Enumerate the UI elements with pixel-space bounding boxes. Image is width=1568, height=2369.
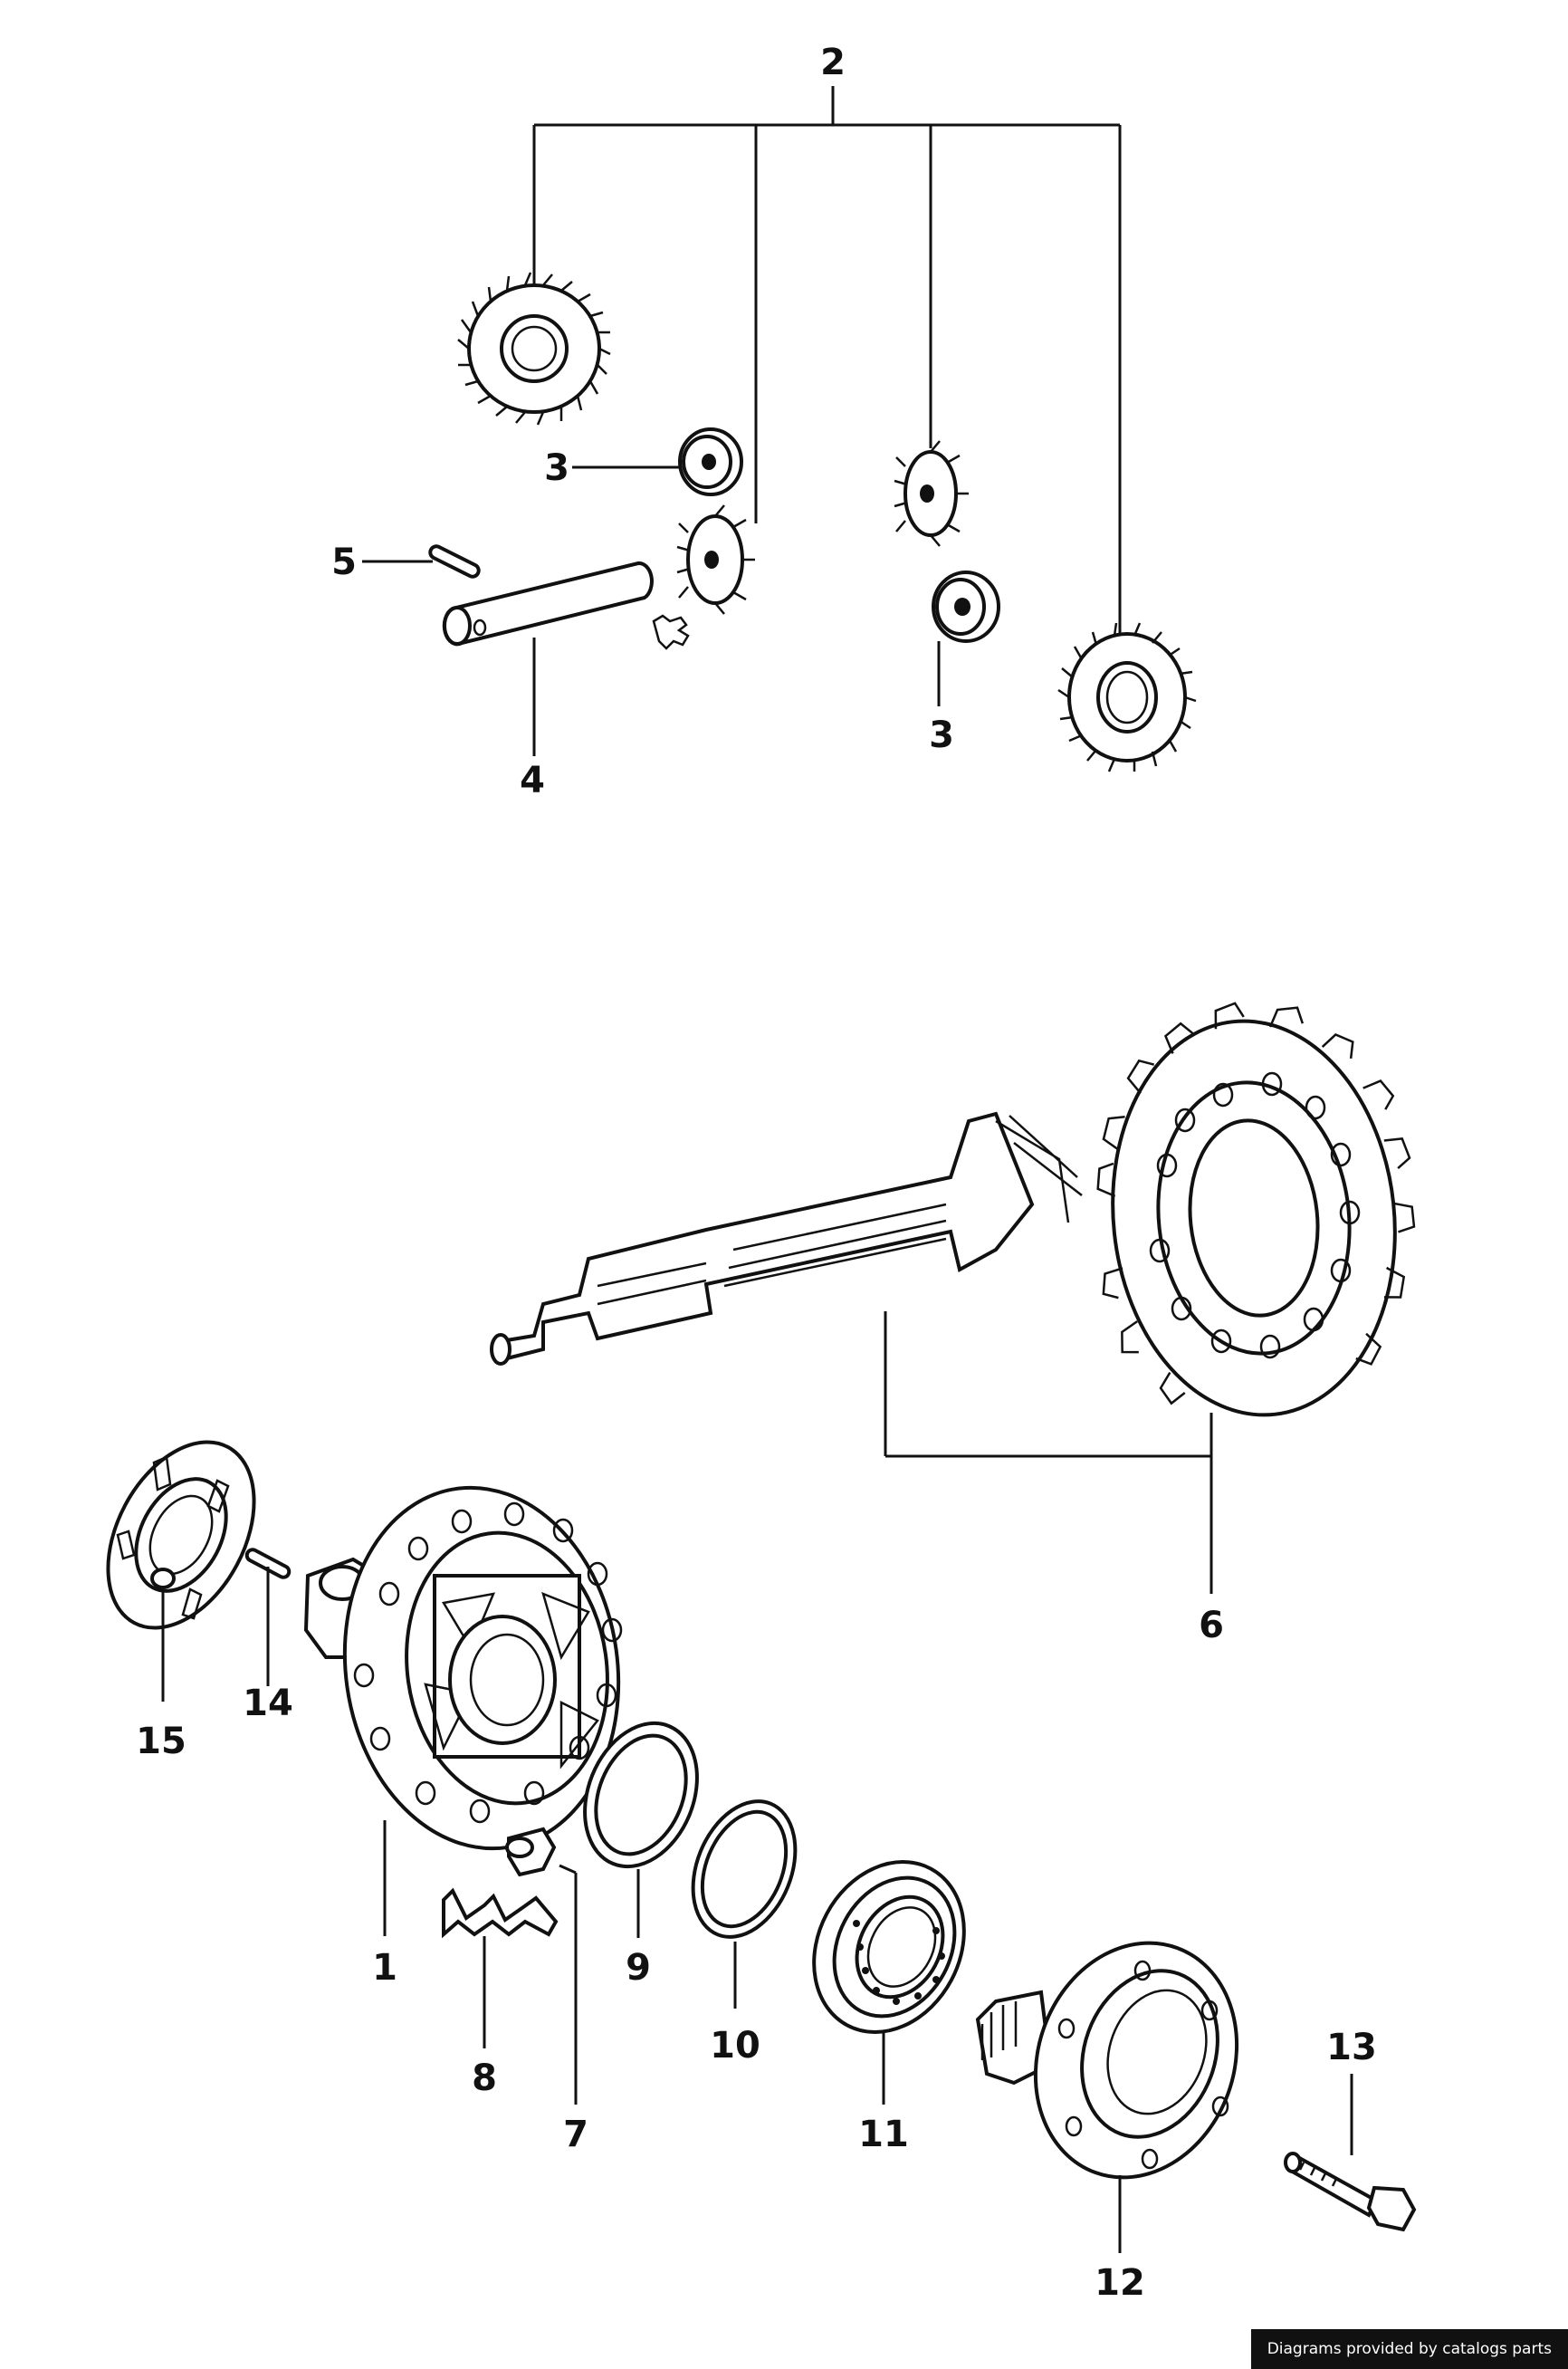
callout-7: 7 <box>563 2114 588 2155</box>
callout-2: 2 <box>820 42 846 83</box>
spider-gear-right <box>894 440 969 547</box>
callout-3-upper: 3 <box>544 447 569 489</box>
differential-housing <box>303 1485 623 1936</box>
cover-plate <box>106 1440 256 1702</box>
drain-plug <box>505 1827 578 2105</box>
callout-8: 8 <box>472 2057 497 2099</box>
flange-bolt <box>1284 2074 1417 2232</box>
seal-ring-10 <box>691 1799 798 2009</box>
callout-14: 14 <box>243 1683 293 1724</box>
ball-bearing <box>812 1860 966 2105</box>
callout-labels: 2 3 5 4 3 6 15 14 1 9 10 8 7 11 13 12 <box>136 42 1377 2304</box>
callout-3-lower: 3 <box>929 715 954 756</box>
leader-lines-group-2 <box>532 86 1122 634</box>
thrust-washer-lower <box>932 571 1000 706</box>
seal-ring-9 <box>583 1721 699 1938</box>
callout-4: 4 <box>520 760 545 801</box>
callout-9: 9 <box>626 1947 651 1989</box>
thrust-washer-upper <box>678 427 743 496</box>
side-gear-right <box>1057 622 1197 772</box>
callout-11: 11 <box>858 2114 909 2155</box>
callout-10: 10 <box>710 2025 760 2067</box>
callout-5: 5 <box>331 542 357 583</box>
differential-pin <box>442 561 654 756</box>
leader-lines-group-6 <box>884 1311 1213 1594</box>
side-gear-left <box>457 272 611 426</box>
callout-15: 15 <box>136 1721 186 1762</box>
ring-gear <box>1096 1002 1416 1417</box>
spilled-bits <box>652 614 690 650</box>
drive-flange <box>975 1941 1239 2253</box>
diagram-credit-badge: Diagrams provided by catalogs parts <box>1250 2329 1568 2369</box>
callout-13: 13 <box>1326 2027 1377 2068</box>
spider-gear-left <box>676 504 755 615</box>
pinion-shaft <box>490 1111 1083 1366</box>
callout-12: 12 <box>1095 2262 1145 2304</box>
callout-1: 1 <box>372 1947 397 1989</box>
lock-plate <box>442 1887 559 2048</box>
roll-pin <box>362 544 481 579</box>
callout-6: 6 <box>1199 1605 1224 1646</box>
dowel-pin <box>244 1548 292 1686</box>
